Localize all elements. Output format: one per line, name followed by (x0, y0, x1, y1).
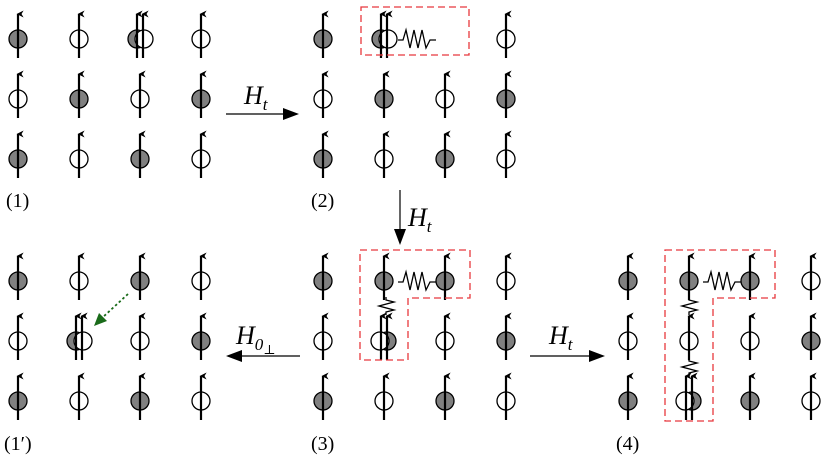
lattice-site (371, 10, 398, 58)
panel-label-1: (1) (6, 190, 29, 212)
lattice-site (130, 372, 150, 420)
string-bond-panel-3-vertical (376, 297, 397, 315)
lattice-site (496, 10, 516, 58)
lattice-site (8, 312, 28, 360)
lattice-site (191, 372, 211, 420)
lattice-site (69, 10, 89, 58)
operator-label-3: H0⊥ (235, 321, 276, 358)
lattice-site (69, 252, 89, 300)
operator-label-2: Ht (407, 203, 433, 236)
lattice-site (127, 10, 154, 58)
lattice-site (191, 70, 211, 118)
lattice-site (740, 312, 760, 360)
lattice-panel-p2 (313, 10, 516, 178)
lattice-site (374, 252, 394, 300)
string-bond-panel-4-horizontal (703, 269, 741, 292)
string-bond-panel-2-horizontal (398, 27, 436, 50)
lattice-site (679, 252, 699, 300)
lattice-site (801, 372, 821, 420)
lattice-panel-p1p (8, 252, 211, 420)
flow-arrow-3-to-4 (530, 350, 605, 362)
operator-label-4: Ht (548, 321, 574, 354)
string-box-panel-3 (359, 249, 471, 361)
lattice-site (496, 130, 516, 178)
lattice-site (130, 70, 150, 118)
lattice-site (435, 130, 455, 178)
lattice-site (435, 70, 455, 118)
lattice-site (435, 252, 455, 300)
lattice-panels (8, 10, 821, 420)
lattice-site (435, 372, 455, 420)
string-bond-panel-4-vertical-upper (679, 297, 700, 315)
lattice-panel-p3 (313, 252, 516, 420)
lattice-site (679, 312, 699, 360)
lattice-site (313, 130, 333, 178)
panel-label-2: (2) (311, 190, 334, 212)
flow-arrow-3-to-1p (226, 350, 300, 362)
lattice-site (191, 130, 211, 178)
lattice-site (618, 312, 638, 360)
lattice-site (435, 312, 455, 360)
lattice-site (675, 372, 702, 420)
lattice-site (69, 130, 89, 178)
panel-label-3: (3) (311, 433, 334, 455)
lattice-site (313, 312, 333, 360)
lattice-site (191, 10, 211, 58)
lattice-site (496, 312, 516, 360)
lattice-site (374, 70, 394, 118)
lattice-panel-p4 (618, 252, 821, 420)
lattice-site (69, 372, 89, 420)
lattice-site (374, 130, 394, 178)
lattice-site (66, 312, 93, 360)
lattice-site (313, 10, 333, 58)
lattice-site (370, 312, 397, 360)
lattice-site (8, 252, 28, 300)
lattice-site (313, 372, 333, 420)
lattice-site (8, 70, 28, 118)
flow-arrow-1-to-2 (226, 108, 299, 120)
lattice-site (801, 312, 821, 360)
lattice-site (130, 130, 150, 178)
panel-label-1p: (1′) (4, 433, 32, 455)
hop-hint-arrow (94, 293, 129, 326)
lattice-site (801, 252, 821, 300)
lattice-site (740, 252, 760, 300)
lattice-site (496, 372, 516, 420)
lattice-site (618, 372, 638, 420)
lattice-site (8, 130, 28, 178)
string-bond-panel-3-horizontal (398, 269, 436, 292)
string-box-panel-2 (360, 6, 470, 56)
string-bond-panel-4-vertical-lower (679, 358, 700, 376)
lattice-site (130, 312, 150, 360)
lattice-panel-p1 (8, 10, 211, 178)
lattice-site (618, 252, 638, 300)
lattice-site (8, 372, 28, 420)
panel-label-4: (4) (616, 433, 639, 455)
lattice-site (496, 70, 516, 118)
lattice-site (313, 70, 333, 118)
lattice-site (191, 312, 211, 360)
flow-arrow-2-to-3 (394, 190, 406, 245)
string-box-panel-4 (664, 249, 776, 422)
lattice-site (69, 70, 89, 118)
lattice-site (130, 252, 150, 300)
lattice-site (191, 252, 211, 300)
lattice-site (374, 372, 394, 420)
lattice-site (313, 252, 333, 300)
operator-label-1: Ht (243, 81, 269, 114)
lattice-site (8, 10, 28, 58)
lattice-site (740, 372, 760, 420)
lattice-site (496, 252, 516, 300)
